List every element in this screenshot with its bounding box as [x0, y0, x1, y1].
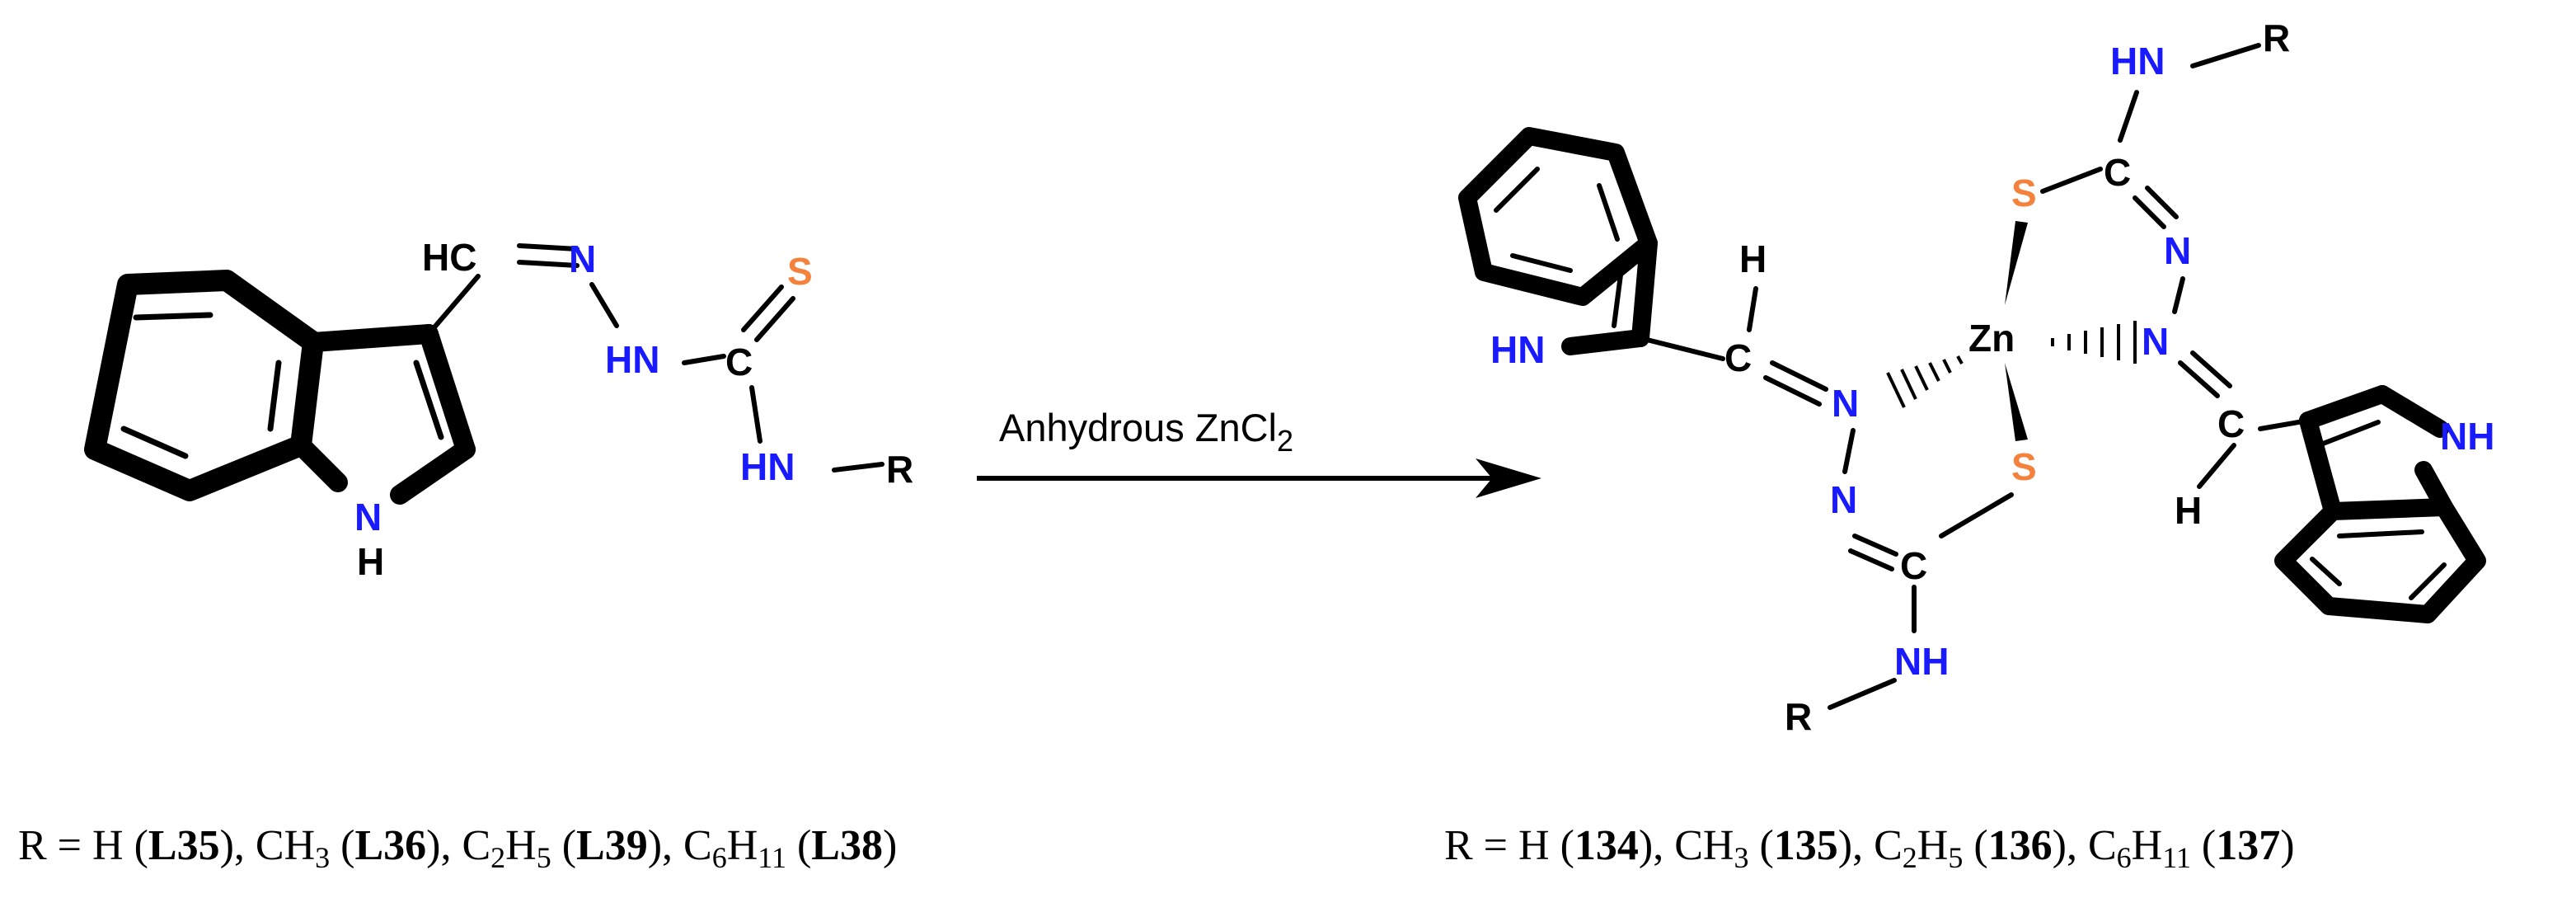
complex-bond: [2190, 43, 2261, 68]
ligand-pyrrole-bond: [303, 324, 439, 352]
ligand-structure: [84, 243, 884, 505]
complex-bond: [1747, 286, 1758, 332]
complex-atom-s-top: S: [2011, 172, 2037, 214]
ligand-benzene-ring: [84, 270, 324, 501]
zn-coordination: [1886, 221, 2137, 441]
complex-atom-s-bottom: S: [2011, 445, 2037, 488]
complex-bond: [1842, 428, 1856, 474]
complex-atom-n-right: N: [2142, 320, 2169, 363]
ligand-atom-hc: HC: [422, 236, 476, 279]
complex-bond: [2172, 276, 2185, 314]
ligand-caption: R = H (L35), CH3 (L36), C2H5 (L39), C6H1…: [18, 822, 897, 874]
complex-atom-r-top: R: [2263, 16, 2290, 59]
complex-atoms: Zn S C N HN R N C H NH HN C H N N C S NH…: [1490, 16, 2494, 738]
complex-atom-c-bottom: C: [1900, 544, 1927, 587]
ligand-bond: [749, 385, 762, 444]
ligand-double-bond: [754, 296, 795, 342]
complex-right-benzene-ring: [2274, 498, 2486, 623]
ligand-benzene-inner-bond: [120, 425, 189, 459]
ligand-double-bond: [741, 284, 784, 332]
ligand-atom-r: R: [886, 448, 913, 491]
complex-right-pyrrole-bond: [2373, 385, 2449, 438]
complex-atom-nh-bottom: NH: [1894, 640, 1949, 683]
ligand-atoms: HC N HN C S HN R N H: [354, 236, 913, 583]
complex-double-bond: [2190, 350, 2232, 388]
complex-left-pyrrole-inner-bond: [1612, 260, 1625, 328]
complex-double-bond: [2145, 186, 2179, 219]
complex-right-pyrrole-bond: [2299, 411, 2342, 520]
complex-atom-r-bottom: R: [1785, 695, 1812, 738]
ligand-atom-n-imine: N: [569, 237, 596, 280]
complex-bond: [1638, 336, 1725, 361]
complex-left-pyrrole-bond: [1561, 329, 1649, 355]
complex-double-bond: [1852, 534, 1898, 557]
complex-bond: [2118, 90, 2139, 143]
complex-atom-n-bottom: N: [1830, 478, 1857, 521]
complex-bond: [1828, 678, 1897, 710]
complex-atom-c-top: C: [2104, 151, 2131, 194]
complex-structure: [1458, 43, 2486, 710]
complex-bond: [2197, 443, 2236, 489]
complex-caption: R = H (134), CH3 (135), C2H5 (136), C6H1…: [1444, 822, 2295, 874]
ligand-double-bond: [517, 243, 579, 252]
complex-left-benzene-inner-bond: [1494, 167, 1540, 213]
ligand-benzene-inner-bond: [267, 360, 282, 432]
complex-left-benzene-inner-bond: [1597, 183, 1620, 242]
complex-double-bond: [1763, 375, 1822, 407]
complex-atom-n-left: N: [1832, 382, 1859, 425]
arrow-head: [1476, 458, 1541, 498]
ligand-bond: [589, 282, 619, 328]
reagent-label: Anhydrous ZnCl2: [999, 406, 1293, 458]
complex-atom-h-right: H: [2175, 489, 2202, 532]
complex-bond: [2040, 167, 2103, 194]
complex-atom-c-right: C: [2217, 402, 2245, 445]
complex-left-benzene-inner-bond: [1510, 253, 1573, 273]
zn-n-right-hashed-bond: [2051, 321, 2137, 364]
zn-s-bottom-wedge: [2005, 363, 2028, 441]
complex-double-bond: [2133, 195, 2166, 229]
complex-right-benzene-inner-bond: [2337, 529, 2424, 538]
ligand-atom-s: S: [787, 250, 813, 293]
ligand-double-bond: [517, 260, 579, 268]
complex-atom-nh-right: NH: [2440, 415, 2494, 458]
complex-bond: [1939, 492, 2014, 538]
ligand-benzene-inner-bond: [133, 312, 213, 321]
ligand-bond: [682, 354, 726, 365]
ligand-pyrrole-bond: [419, 324, 476, 459]
ligand-atom-c: C: [725, 341, 753, 383]
ligand-atom-hn-r: HN: [740, 445, 795, 488]
complex-double-bond: [1848, 548, 1894, 571]
complex-double-bond: [1770, 360, 1828, 392]
reaction-arrow: Anhydrous ZnCl2: [977, 406, 1541, 498]
complex-left-pyrrole-bond: [1631, 234, 1658, 347]
complex-atom-h-left: H: [1739, 237, 1767, 280]
complex-atom-c-left: C: [1724, 336, 1752, 379]
ligand-atom-hn: HN: [605, 338, 659, 381]
complex-atom-zn: Zn: [1968, 317, 2015, 360]
complex-atom-hn-top: HN: [2110, 40, 2165, 82]
zn-s-top-wedge: [2005, 221, 2028, 305]
complex-right-pyrrole-inner-bond: [2320, 420, 2381, 446]
ligand-pyrrole-inner-bond: [413, 360, 444, 440]
ligand-pyrrole-bond: [390, 440, 476, 505]
ligand-bond: [426, 274, 481, 336]
ligand-pyrrole-bond: [291, 435, 348, 492]
complex-atom-n-top: N: [2164, 229, 2191, 272]
ligand-atom-indole-h: H: [357, 540, 384, 583]
complex-double-bond: [2178, 360, 2220, 398]
complex-atom-hn-left: HN: [1490, 328, 1545, 371]
complex-right-pyrrole-bond: [2299, 385, 2391, 430]
ligand-atom-indole-n: N: [354, 496, 382, 538]
complex-right-benzene-inner-bond: [2409, 562, 2447, 600]
ligand-bond: [832, 462, 884, 473]
zn-n-left-hashed-bond: [1886, 355, 1964, 408]
complex-right-benzene-inner-bond: [2310, 557, 2342, 586]
